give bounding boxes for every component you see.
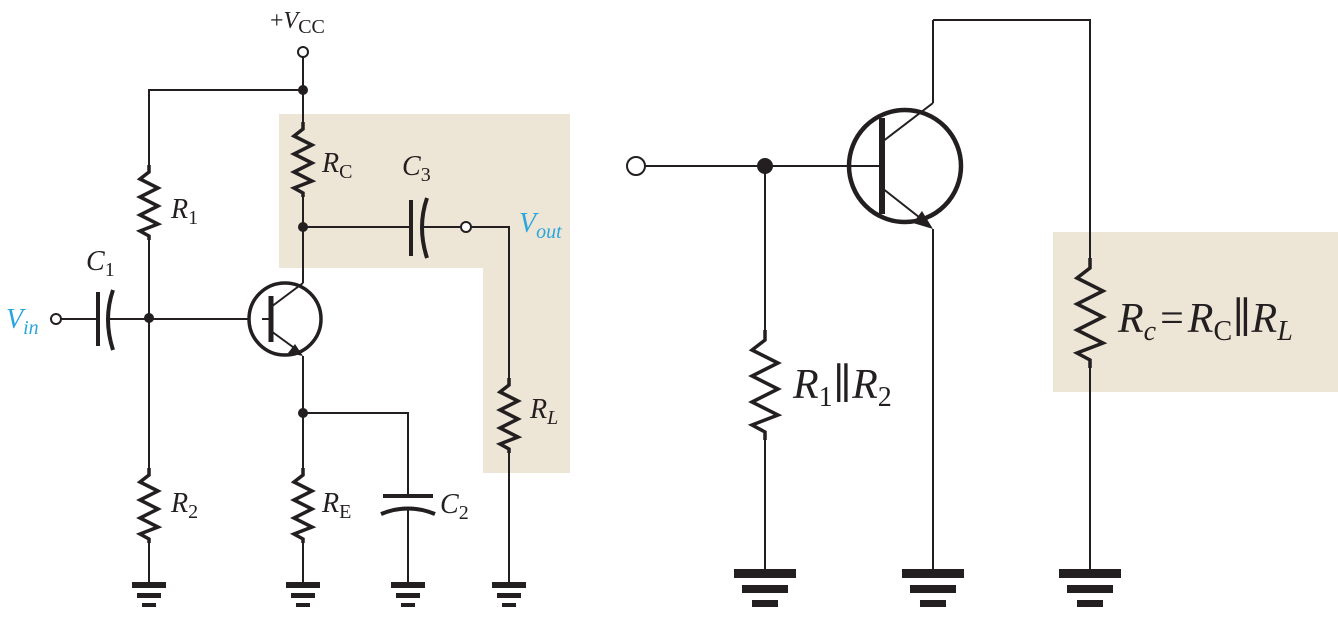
r-bias-label: R1∥R2 xyxy=(792,362,892,413)
ground-icon xyxy=(492,582,526,607)
ground-icon xyxy=(391,582,425,607)
r-bias-resistor-icon xyxy=(747,330,783,440)
load-highlight xyxy=(279,114,570,473)
r2-label: R2 xyxy=(170,488,198,523)
input-terminal-icon xyxy=(626,156,646,176)
ground-icon xyxy=(734,569,796,607)
vcc-terminal-icon xyxy=(297,46,309,58)
re-label: RE xyxy=(321,488,351,523)
r-load-label: Rc=RC∥RL xyxy=(1117,296,1293,347)
ground-icon xyxy=(1059,569,1121,607)
r1-label: R1 xyxy=(170,194,198,229)
ground-icon xyxy=(902,569,964,607)
c3-label: C3 xyxy=(402,151,431,186)
r1-resistor-icon xyxy=(135,165,163,240)
ground-icon xyxy=(286,582,320,607)
vin-terminal-icon xyxy=(50,313,62,325)
re-resistor-icon xyxy=(289,468,317,543)
c2-label: C2 xyxy=(440,489,469,524)
r2-resistor-icon xyxy=(135,468,163,543)
transistor-npn-icon xyxy=(247,266,323,372)
rl-label: RL xyxy=(529,394,558,429)
rc-label: RC xyxy=(321,148,352,183)
ground-icon xyxy=(132,582,166,607)
vout-label: Vout xyxy=(519,208,562,243)
vout-terminal-icon xyxy=(460,221,472,233)
rl-resistor-icon xyxy=(495,378,523,453)
load-highlight xyxy=(1053,232,1338,392)
vin-label: Vin xyxy=(6,304,39,339)
transistor-npn-icon xyxy=(846,102,964,229)
r-load-resistor-icon xyxy=(1072,258,1108,368)
left-circuit: +VCC R1 R2 Vin xyxy=(6,8,570,607)
rc-resistor-icon xyxy=(289,122,317,197)
right-circuit: R1∥R2 Rc=RC∥RL xyxy=(626,19,1338,607)
c1-label: C1 xyxy=(86,246,115,281)
vcc-label: +VCC xyxy=(270,8,325,38)
